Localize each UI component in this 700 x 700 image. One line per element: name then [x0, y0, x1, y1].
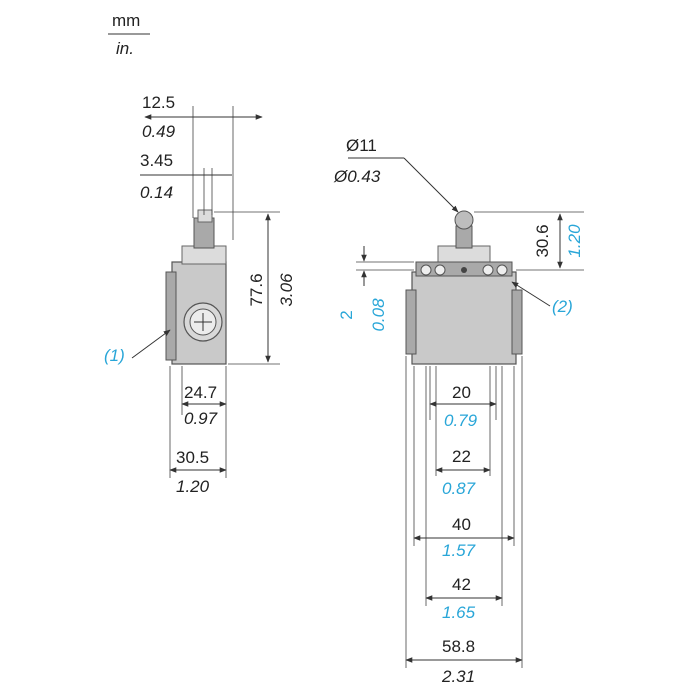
units-legend: mm in.: [108, 11, 150, 58]
units-mm: mm: [112, 11, 140, 30]
side-view: 12.5 0.49 3.45 0.14 77.6 3.06 (1) 24.7 0…: [104, 93, 296, 496]
label-2-31: 2.31: [441, 667, 475, 686]
label-dia-11: Ø11: [346, 136, 377, 155]
front-roller: [454, 210, 474, 230]
label-1-20: 1.20: [176, 477, 210, 496]
callout-1-leader: [131, 329, 171, 359]
label-2: 2: [337, 310, 356, 319]
callout-1: (1): [104, 346, 125, 365]
label-1-20-front: 1.20: [565, 224, 584, 258]
side-head: [181, 245, 227, 265]
label-3-06: 3.06: [277, 273, 296, 307]
side-roller: [197, 209, 213, 223]
label-40: 40: [452, 515, 471, 534]
label-1-57: 1.57: [442, 541, 476, 560]
label-dia-0-43: Ø0.43: [333, 167, 381, 186]
label-20: 20: [452, 383, 471, 402]
side-body-flange: [165, 271, 177, 361]
callout-2: (2): [552, 297, 573, 316]
front-flange-right: [511, 289, 523, 355]
front-body: [411, 271, 517, 365]
label-0-87: 0.87: [442, 479, 476, 498]
callout-2-leader: [511, 281, 551, 307]
label-1-65: 1.65: [442, 603, 476, 622]
dia-leader: [403, 157, 459, 213]
label-12-5: 12.5: [142, 93, 175, 112]
label-30-6: 30.6: [533, 224, 552, 257]
label-0-08: 0.08: [369, 298, 388, 332]
units-in: in.: [116, 39, 134, 58]
label-58-8: 58.8: [442, 637, 475, 656]
label-0-97: 0.97: [184, 409, 218, 428]
label-3-45: 3.45: [140, 151, 173, 170]
label-0-79: 0.79: [444, 411, 478, 430]
front-flange-left: [405, 289, 417, 355]
label-0-14: 0.14: [140, 183, 173, 202]
label-30-5: 30.5: [176, 448, 209, 467]
label-0-49: 0.49: [142, 122, 176, 141]
label-22: 22: [452, 447, 471, 466]
front-view: Ø11 Ø0.43 30.6 1.20 2 0.08 (2) 20 0.79: [333, 136, 584, 686]
label-24-7: 24.7: [184, 383, 217, 402]
label-42: 42: [452, 575, 471, 594]
label-77-6: 77.6: [247, 273, 266, 306]
